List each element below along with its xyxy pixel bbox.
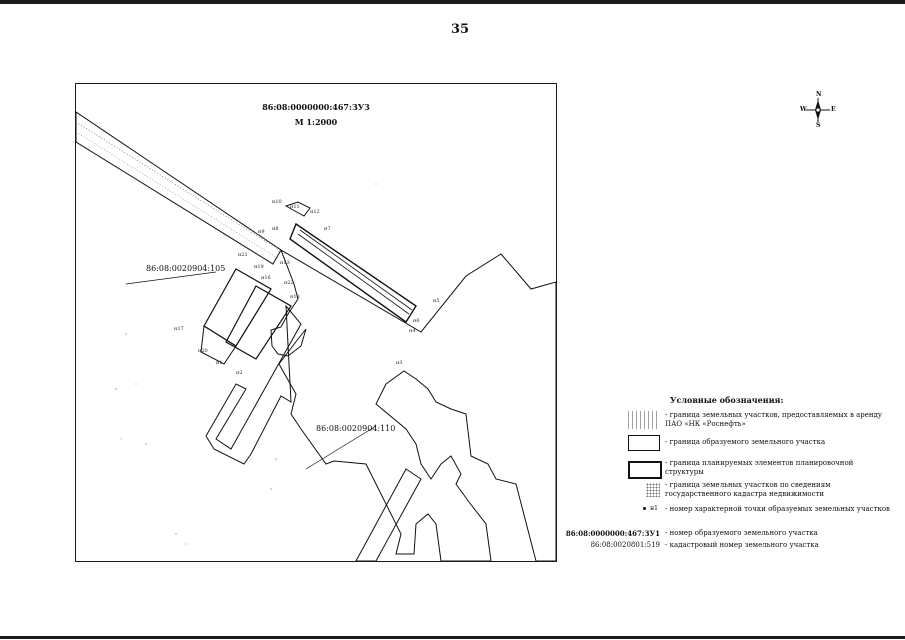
cadastral-boundary — [76, 131, 280, 260]
pad-boundary — [270, 248, 556, 561]
formed-plot-notch — [284, 201, 311, 217]
point-label: н8 — [272, 226, 279, 232]
point-label: н20 — [198, 348, 208, 354]
legend-text: - номер образуемого земельного участка — [665, 529, 818, 537]
corridor-boundary — [205, 304, 302, 465]
legend-title: Условные обозначения: — [670, 395, 784, 405]
label-leader — [305, 425, 377, 470]
legend-text: - граница планируемых элементов планиров… — [665, 459, 854, 476]
scan-noise — [115, 183, 377, 545]
formed-plot-line — [299, 229, 413, 311]
label-leader — [125, 271, 217, 285]
point-label: н16 — [261, 275, 271, 281]
point-label: н13 — [280, 260, 290, 266]
compass-west: W — [800, 106, 807, 113]
top-border — [0, 0, 905, 4]
point-label: н10 — [272, 199, 282, 205]
well-pad-boundary — [225, 285, 292, 360]
point-label: н7 — [324, 226, 331, 232]
corridor-boundary — [355, 468, 422, 561]
legend-text: - номер характерной точки образуемых зем… — [665, 505, 890, 513]
point-label: н19 — [254, 264, 264, 270]
point-label: н11 — [290, 204, 300, 210]
bottom-border — [0, 636, 905, 639]
point-label: н3 — [396, 360, 403, 366]
compass-icon — [806, 98, 830, 122]
compass-rose: N S W E — [800, 91, 836, 129]
cadastral-label: 86:08:0020904:105 — [146, 264, 226, 273]
boundary-symbol-icon — [628, 435, 660, 451]
dotted-boundary-symbol-icon — [646, 483, 660, 497]
cadastral-label: 86:08:0020904:110 — [316, 424, 396, 433]
cadastral-boundary — [76, 121, 287, 255]
point-labels: н10 н11 н12 н9 н8 н7 н21 н20 н19 н18 н17… — [174, 199, 440, 376]
point-label: н21 — [238, 252, 248, 258]
map-title: 86:08:0000000:467:ЗУ3 — [262, 102, 370, 112]
point-label: н9 — [258, 229, 265, 235]
point-label: н6 — [413, 318, 420, 324]
legend-text: - граница земельных участков, предоставл… — [665, 411, 883, 428]
hatch-symbol-icon — [628, 411, 658, 429]
point-label: н1 — [216, 360, 223, 366]
point-label: н22 — [284, 280, 294, 286]
legend-text: - кадастровый номер земельного участка — [665, 541, 819, 549]
point-symbol: н1 — [628, 505, 658, 515]
point-label: н17 — [174, 326, 184, 332]
legend-text: - граница образуемого земельного участка — [665, 438, 826, 446]
formed-plot-boundary — [289, 222, 417, 324]
thick-boundary-symbol-icon — [628, 461, 662, 479]
road-strip — [76, 111, 282, 265]
point-label: н12 — [310, 209, 320, 215]
legend-code: 86:08:0000000:467:ЗУ1 — [565, 529, 660, 538]
point-dot-icon — [643, 507, 647, 510]
formed-plot-line — [297, 233, 410, 315]
point-label: н18 — [290, 294, 300, 300]
planned-structure-boundary — [200, 325, 237, 365]
compass-north: N — [816, 91, 822, 98]
legend-text: - граница земельных участков по сведения… — [665, 481, 831, 498]
map-frame: н10 н11 н12 н9 н8 н7 н21 н20 н19 н18 н17… — [75, 83, 557, 562]
point-label: н4 — [409, 328, 416, 334]
legend-code: 86:08:0020801:519 — [590, 541, 660, 549]
point-label: н5 — [433, 298, 440, 304]
map-scale: М 1:2000 — [294, 117, 338, 127]
compass-south: S — [816, 122, 821, 129]
point-label: н2 — [236, 370, 243, 376]
page-number: 35 — [450, 22, 470, 37]
point-symbol-label: н1 — [650, 505, 658, 512]
compass-east: E — [831, 106, 836, 113]
map-canvas: н10 н11 н12 н9 н8 н7 н21 н20 н19 н18 н17… — [76, 111, 556, 561]
